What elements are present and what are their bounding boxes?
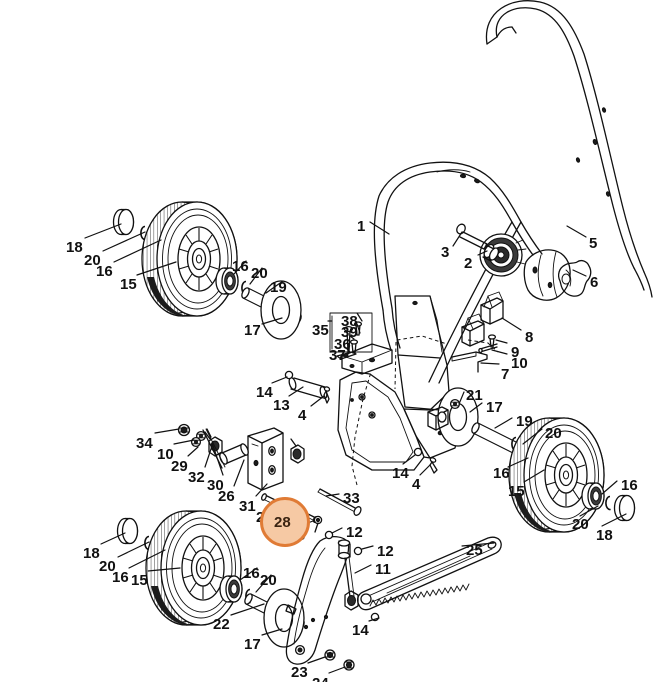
callout-number-34: 34 (136, 435, 153, 452)
callout-number-20: 20 (260, 572, 277, 589)
nut-24 (343, 659, 355, 671)
callout-number-6: 6 (590, 274, 599, 291)
callout-number-16: 16 (96, 263, 113, 280)
callout-number-20: 20 (572, 516, 589, 533)
callout-number-33: 33 (343, 490, 360, 507)
callout-number-39: 39 (341, 324, 358, 341)
leader-lines (84, 221, 627, 674)
stud-29 (290, 438, 305, 464)
callout-number-16: 16 (621, 477, 638, 494)
callout-number-10: 10 (511, 355, 528, 372)
toothed-rack-25 (356, 536, 502, 611)
callout-number-29: 29 (171, 458, 188, 475)
callout-number-4: 4 (412, 476, 421, 493)
callout-number-15: 15 (131, 572, 148, 589)
callout-number-30: 30 (207, 477, 224, 494)
callout-number-10: 10 (157, 446, 174, 463)
callout-number-17: 17 (244, 322, 261, 339)
callout-number-16: 16 (243, 565, 260, 582)
callout-number-26: 26 (218, 488, 235, 505)
callout-number-2: 2 (464, 255, 473, 272)
spacer-2 (482, 243, 500, 262)
washer-14-screw-4-right (413, 447, 438, 474)
callout-number-31: 31 (239, 498, 256, 515)
callout-number-14: 14 (392, 465, 409, 482)
callout-number-18: 18 (83, 545, 100, 562)
callout-number-38: 38 (341, 313, 358, 330)
callout-number-14: 14 (352, 622, 369, 639)
callout-number-17: 17 (486, 399, 503, 416)
callout-number-20: 20 (251, 265, 268, 282)
nut-29-lower (313, 515, 323, 533)
callout-number-8: 8 (525, 329, 534, 346)
callout-number-37: 37 (329, 347, 346, 364)
bolt-36-washer-37 (336, 325, 357, 360)
callout-number-12: 12 (377, 543, 394, 560)
callout-number-15: 15 (508, 483, 525, 500)
callout-number-25: 25 (466, 542, 483, 559)
knob-6 (558, 259, 592, 297)
callout-number-19: 19 (516, 413, 533, 430)
callout-number-24: 24 (312, 676, 329, 682)
callout-number-17: 17 (244, 636, 261, 653)
highlight-circle-part-28 (260, 497, 310, 547)
wheel-group-top-left (112, 201, 304, 340)
callout-number-32: 32 (188, 469, 205, 486)
callout-number-4: 4 (298, 407, 307, 424)
callout-number-20: 20 (545, 425, 562, 442)
pin-13-group (284, 370, 331, 404)
screw-34 (177, 423, 191, 437)
callout-number-23: 23 (291, 664, 308, 681)
callout-number-19: 19 (270, 279, 287, 296)
callout-number-15: 15 (120, 276, 137, 293)
callout-number-9: 9 (511, 344, 520, 361)
washer-12-a (324, 530, 334, 540)
screw-23 (324, 649, 336, 661)
callout-number-13: 13 (273, 397, 290, 414)
callout-number-18: 18 (66, 239, 83, 256)
handlebar-assembly (373, 0, 653, 384)
callout-number-12: 12 (346, 524, 363, 541)
callout-number-36: 36 (334, 336, 351, 353)
callout-number-21: 21 (466, 387, 483, 404)
callout-number-20: 20 (99, 558, 116, 575)
callout-number-1: 1 (357, 218, 366, 235)
clips-group (451, 291, 504, 373)
mower-deck-body (329, 295, 499, 486)
callout-number-16: 16 (112, 569, 129, 586)
callout-number-18: 18 (596, 527, 613, 544)
callout-number-14: 14 (256, 384, 273, 401)
callout-number-7: 7 (501, 366, 510, 383)
wheel-group-bottom-left (116, 510, 307, 648)
callout-number-5: 5 (589, 235, 598, 252)
callout-number-16: 16 (232, 258, 249, 275)
callout-number-22: 22 (213, 616, 230, 633)
callout-number-16: 16 (493, 465, 510, 482)
callout-number-20: 20 (84, 252, 101, 269)
bolt-3 (456, 223, 488, 250)
washer-12-b (353, 546, 363, 556)
callout-number-11: 11 (375, 561, 391, 578)
callout-number-28: 28 (274, 514, 291, 531)
callout-number-35: 35 (312, 322, 329, 339)
wheel-group-right (427, 387, 636, 533)
callout-number-3: 3 (441, 244, 450, 261)
